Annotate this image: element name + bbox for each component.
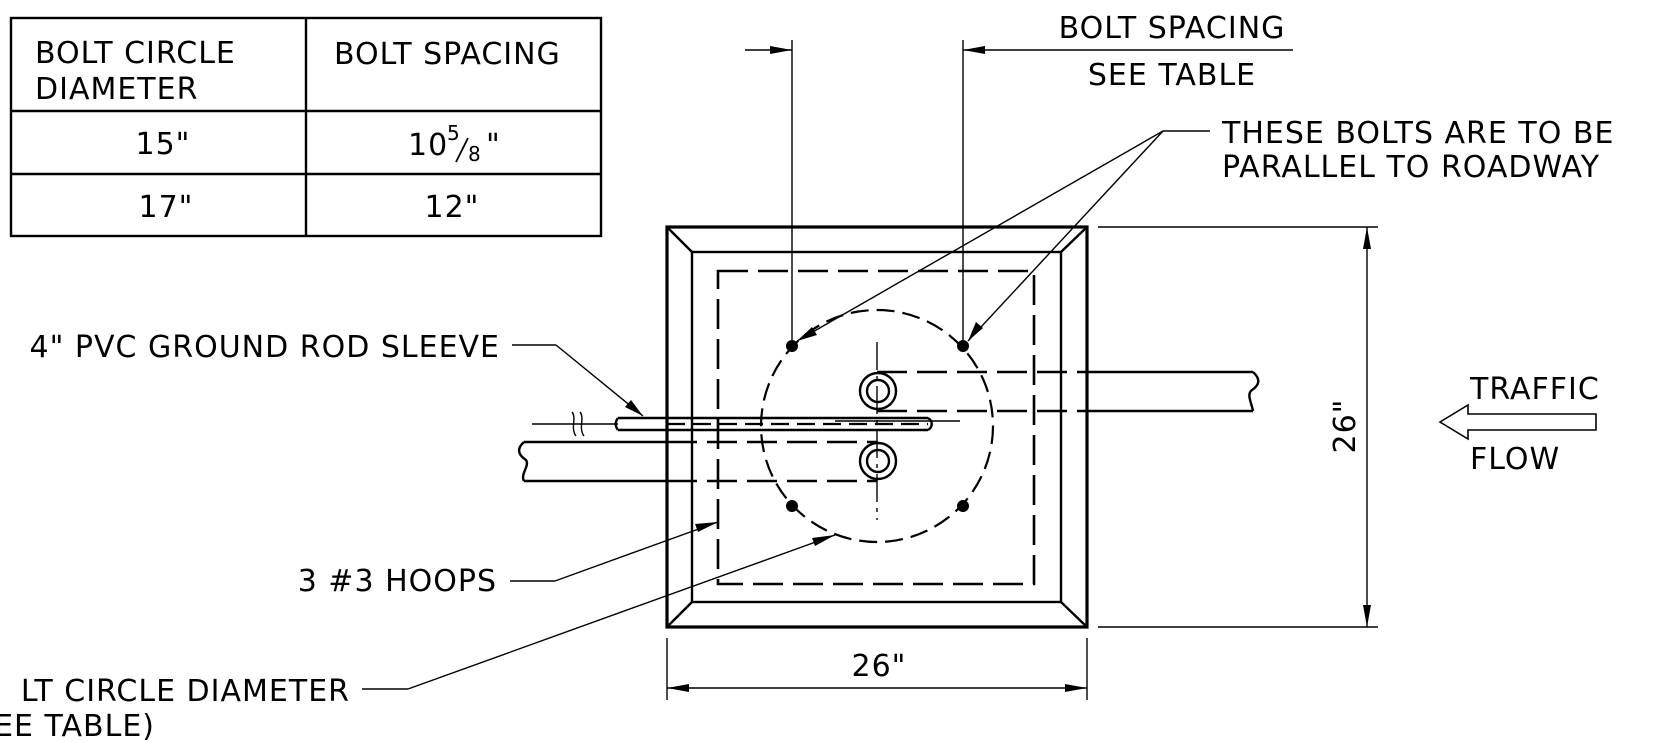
- conduit-left: [517, 440, 877, 483]
- height-dimension-label: 26": [1328, 399, 1363, 454]
- bolt-spacing-label-line1: BOLT SPACING: [1059, 11, 1286, 46]
- hoops-label: 3 #3 HOOPS: [298, 564, 497, 599]
- spacing-unit: ": [486, 128, 501, 163]
- traffic-flow-arrow: [1438, 403, 1597, 441]
- bolts-parallel-label-line1: THESE BOLTS ARE TO BE: [1221, 116, 1614, 151]
- spacing-denominator: 8: [468, 142, 482, 166]
- traffic-label: TRAFFIC: [1469, 372, 1600, 407]
- bolt-circle-label-line2: EE TABLE): [0, 709, 155, 742]
- chamfer-br: [1060, 601, 1088, 628]
- anchor-bolt-tl: [786, 340, 798, 352]
- fraction-slash: [455, 137, 469, 163]
- pvc-sleeve-label: 4" PVC GROUND ROD SLEEVE: [30, 330, 501, 365]
- bolt-circle-leader: [362, 534, 836, 690]
- inner-edge: [690, 250, 1063, 604]
- table-cell-diameter-2: 17": [139, 190, 194, 225]
- spacing-numerator: 5: [447, 121, 461, 145]
- pvc-sleeve: [532, 411, 933, 437]
- spacing-whole: 10: [408, 128, 448, 163]
- table-header-diameter-line1: BOLT CIRCLE: [35, 36, 236, 71]
- conduit-right: [877, 370, 1260, 413]
- anchor-bolt-tr: [957, 340, 969, 352]
- outer-edge: [665, 225, 1089, 629]
- chamfer-bl: [666, 601, 693, 628]
- chamfer-tl: [666, 226, 693, 253]
- table-cell-spacing-1: 10 5 8 ": [408, 121, 501, 166]
- height-dimension: [1098, 226, 1378, 628]
- width-dimension: [666, 638, 1088, 700]
- hoops-leader: [510, 521, 719, 582]
- hoops-dashed-outline: [716, 269, 1036, 586]
- table-cell-diameter-1: 15": [136, 127, 191, 162]
- bolt-circle-label-line1: LT CIRCLE DIAMETER: [21, 674, 350, 709]
- pvc-sleeve-leader: [512, 344, 644, 417]
- table-cell-spacing-2: 12": [425, 190, 480, 225]
- table-header-spacing: BOLT SPACING: [334, 37, 561, 72]
- foundation-outline: [665, 225, 1089, 629]
- conduit-elbow-lower: [858, 441, 898, 481]
- bolt-circle: [759, 308, 995, 544]
- bolts-parallel-leader: [796, 130, 1210, 342]
- table-header-diameter-line2: DIAMETER: [35, 72, 198, 107]
- flow-label: FLOW: [1470, 442, 1560, 477]
- width-dimension-label: 26": [852, 649, 907, 684]
- bolt-spacing-label-line2: SEE TABLE: [1088, 58, 1256, 93]
- bolts-parallel-label-line2: PARALLEL TO ROADWAY: [1222, 150, 1600, 185]
- chamfer-tr: [1060, 226, 1088, 253]
- anchor-bolt-bl: [786, 500, 798, 512]
- conduit-elbow-upper: [858, 371, 898, 411]
- bolt-table: BOLT CIRCLE DIAMETER BOLT SPACING 15" 10…: [9, 16, 603, 238]
- bolt-spacing-dimension: [745, 40, 1293, 340]
- anchor-bolt-br: [957, 500, 969, 512]
